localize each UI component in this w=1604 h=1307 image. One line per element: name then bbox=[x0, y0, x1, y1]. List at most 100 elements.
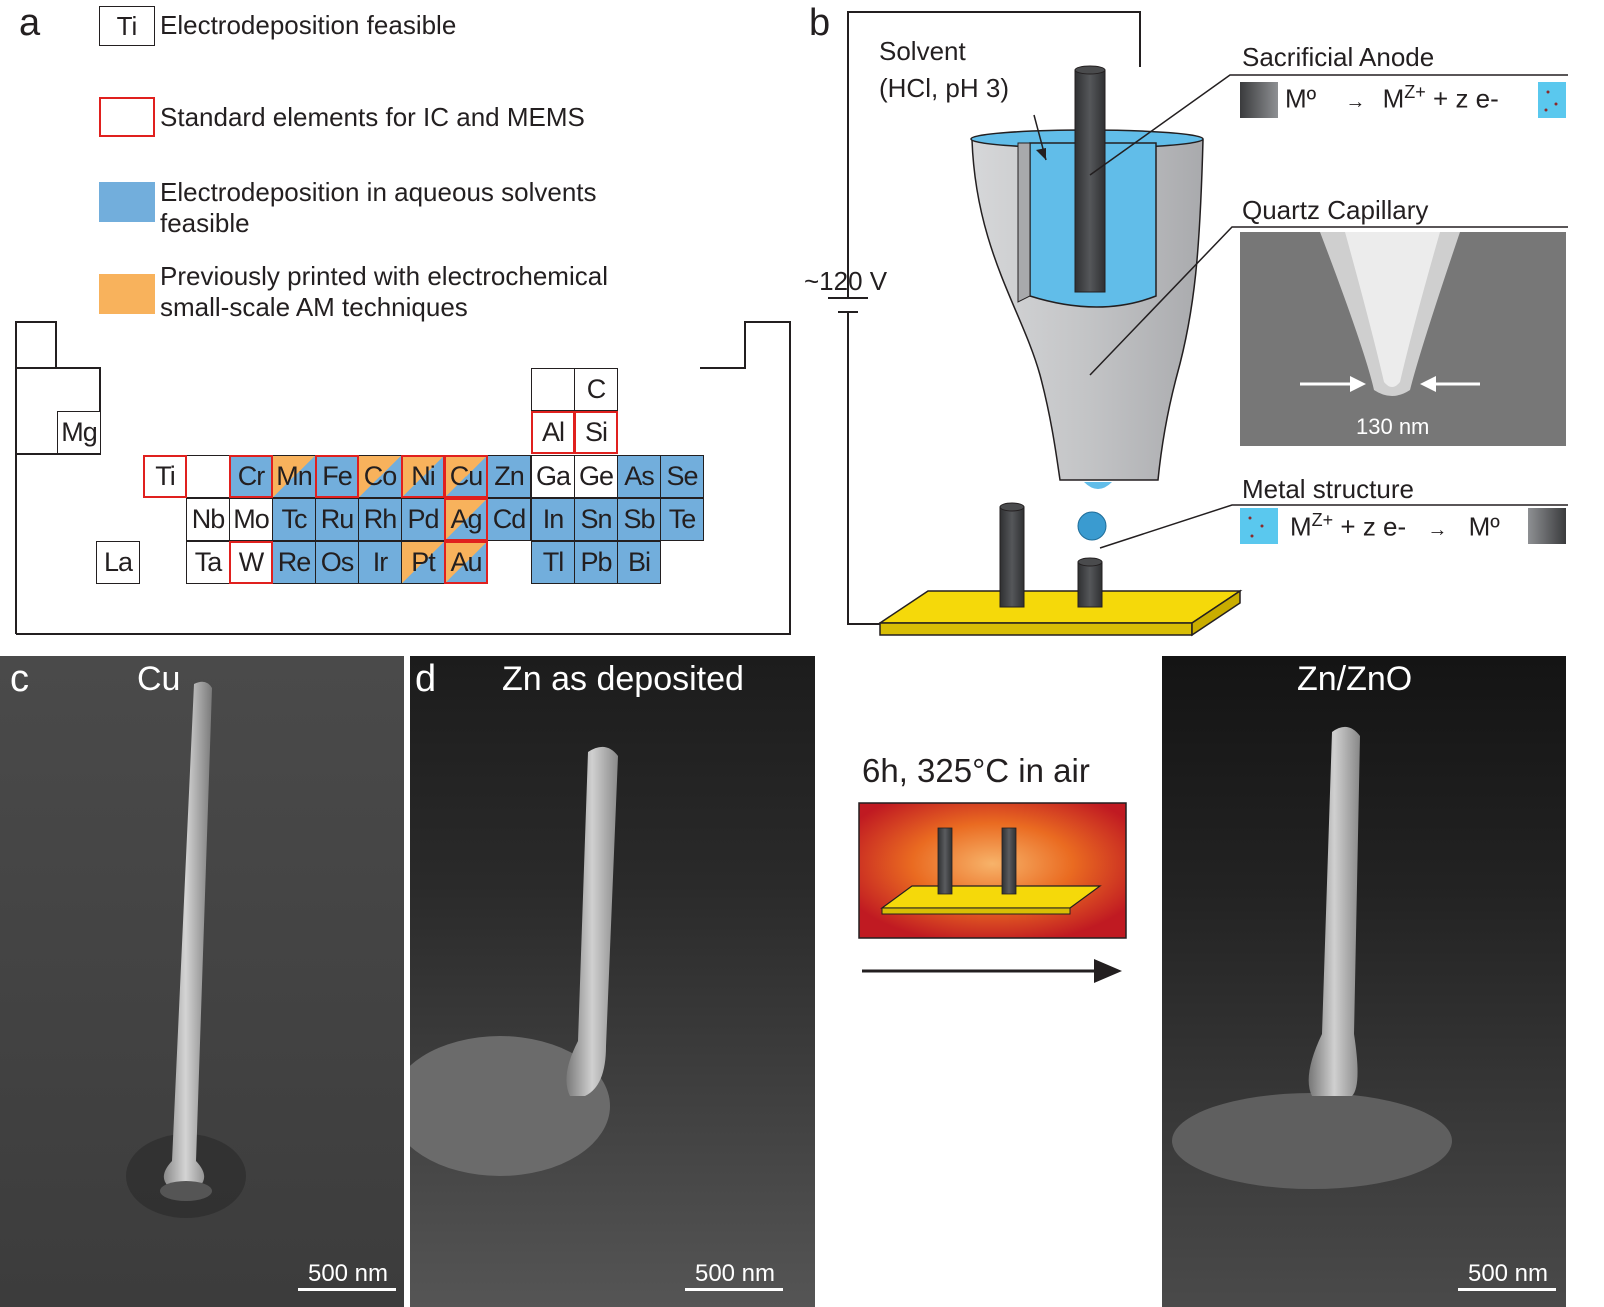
sem-title-cu: Cu bbox=[137, 660, 181, 698]
periodic-cell-pb: Pb bbox=[574, 541, 618, 584]
element-symbol: Sb bbox=[623, 504, 655, 534]
periodic-cell-al: Al bbox=[531, 411, 575, 454]
element-symbol: Ru bbox=[320, 504, 355, 534]
periodic-cell-rh: Rh bbox=[358, 498, 402, 541]
element-symbol: In bbox=[542, 504, 565, 534]
element-symbol: As bbox=[624, 461, 654, 491]
periodic-cell-empty bbox=[186, 455, 230, 498]
scale-label-d: 500 nm bbox=[694, 1260, 776, 1287]
cathode-reaction-ion: M bbox=[1290, 511, 1312, 542]
anode-reaction: Mº → MZ+ + z e- bbox=[1285, 82, 1499, 115]
periodic-cell-se: Se bbox=[660, 455, 704, 498]
periodic-cell-ni: Ni bbox=[401, 455, 445, 498]
cathode-reaction-metal: Mº bbox=[1468, 511, 1500, 542]
element-symbol: Ge bbox=[578, 461, 614, 491]
periodic-cell-zn: Zn bbox=[487, 455, 531, 498]
sacrificial-anode-label: Sacrificial Anode bbox=[1242, 42, 1435, 72]
sem-title-zn: Zn as deposited bbox=[502, 660, 744, 698]
periodic-cell-sb: Sb bbox=[617, 498, 661, 541]
solvent-label: Solvent (HCl, pH 3) bbox=[879, 33, 1009, 107]
element-symbol: Pd bbox=[407, 504, 439, 534]
legend-swatch-ic-mems bbox=[99, 97, 155, 137]
periodic-cell-fe: Fe bbox=[315, 455, 359, 498]
legend-item-printed: Previously printed with electrochemical … bbox=[160, 261, 608, 322]
cathode-reaction-arrow: → bbox=[1427, 518, 1448, 541]
periodic-cell-ga: Ga bbox=[531, 455, 575, 498]
element-symbol: Te bbox=[668, 504, 697, 534]
legend-swatch-aqueous bbox=[99, 182, 155, 222]
legend-swatch-electrodeposition: Ti bbox=[99, 6, 155, 46]
periodic-cell-au: Au bbox=[444, 541, 488, 584]
sem-image-cu: c Cu 500 nm bbox=[0, 656, 404, 1307]
element-symbol: Bi bbox=[627, 547, 651, 577]
anode-reaction-ion: M bbox=[1382, 83, 1405, 114]
element-symbol: Pb bbox=[580, 547, 612, 577]
legend-item-ic-mems: Standard elements for IC and MEMS bbox=[160, 102, 585, 132]
scale-bar-e bbox=[1458, 1288, 1556, 1291]
periodic-cell-ir: Ir bbox=[358, 541, 402, 584]
sem-title-zn-zno: Zn/ZnO bbox=[1297, 660, 1413, 698]
periodic-cell-ag: Ag bbox=[444, 498, 488, 541]
periodic-cell-si: Si bbox=[574, 411, 618, 454]
scale-bar-d bbox=[685, 1288, 783, 1291]
metal-structure-label: Metal structure bbox=[1242, 474, 1414, 504]
periodic-cell-mg: Mg bbox=[57, 411, 101, 454]
periodic-cell-cr: Cr bbox=[229, 455, 273, 498]
voltage-label: ~120 V bbox=[804, 266, 888, 296]
periodic-cell-c: C bbox=[574, 368, 618, 411]
periodic-cell-in: In bbox=[531, 498, 575, 541]
cathode-reaction-charge: Z+ bbox=[1311, 510, 1334, 530]
element-symbol: Ni bbox=[411, 461, 435, 491]
sem-image-zn-zno: Zn/ZnO 500 nm bbox=[1162, 656, 1566, 1307]
element-symbol: Cd bbox=[492, 504, 527, 534]
cathode-reaction-electrons: + z e- bbox=[1340, 511, 1407, 542]
panel-label-b: b bbox=[809, 2, 831, 44]
element-symbol: Ag bbox=[450, 504, 482, 534]
element-symbol: Cu bbox=[449, 461, 484, 491]
element-symbol: Mg bbox=[61, 417, 98, 447]
scale-bar-c bbox=[298, 1288, 396, 1291]
zn-zno-nanopillar-graphic bbox=[1162, 656, 1566, 1307]
element-symbol: Tc bbox=[281, 504, 308, 534]
element-symbol: Zn bbox=[494, 461, 524, 491]
periodic-cell-ta: Ta bbox=[186, 541, 230, 584]
element-symbol: Os bbox=[320, 547, 355, 577]
setup-schematic bbox=[828, 11, 1568, 637]
periodic-cell-cu: Cu bbox=[444, 455, 488, 498]
anode-reaction-arrow: → bbox=[1345, 90, 1366, 113]
anode-reaction-electrons: + z e- bbox=[1433, 83, 1499, 114]
periodic-cell-nb: Nb bbox=[186, 498, 230, 541]
periodic-cell-mn: Mn bbox=[272, 455, 316, 498]
element-symbol: La bbox=[103, 547, 133, 577]
cu-nanopillar-graphic bbox=[0, 656, 404, 1307]
anode-reaction-metal: Mº bbox=[1285, 83, 1317, 114]
element-symbol: Ir bbox=[372, 547, 388, 577]
anode-reaction-charge: Z+ bbox=[1404, 82, 1426, 102]
periodic-cell-empty bbox=[531, 368, 575, 411]
tip-width-label: 130 nm bbox=[1356, 414, 1430, 439]
element-symbol: Nb bbox=[191, 504, 226, 534]
periodic-cell-as: As bbox=[617, 455, 661, 498]
periodic-cell-tc: Tc bbox=[272, 498, 316, 541]
sem-image-zn: d Zn as deposited 500 nm bbox=[410, 656, 815, 1307]
periodic-cell-os: Os bbox=[315, 541, 359, 584]
element-symbol: Cr bbox=[237, 461, 265, 491]
solvent-label-line1: Solvent bbox=[879, 36, 966, 66]
element-symbol: Sn bbox=[580, 504, 612, 534]
panel-label-c: c bbox=[10, 658, 29, 700]
element-symbol: Se bbox=[666, 461, 698, 491]
periodic-cell-tl: Tl bbox=[531, 541, 575, 584]
solvent-label-line2: (HCl, pH 3) bbox=[879, 73, 1010, 103]
legend-swatch-printed bbox=[99, 274, 155, 314]
element-symbol: Ta bbox=[194, 547, 223, 577]
element-symbol: Tl bbox=[542, 547, 564, 577]
periodic-cell-ti: Ti bbox=[143, 455, 187, 498]
periodic-cell-sn: Sn bbox=[574, 498, 618, 541]
periodic-cell-ge: Ge bbox=[574, 455, 618, 498]
periodic-cell-ru: Ru bbox=[315, 498, 359, 541]
element-symbol: Al bbox=[541, 417, 565, 447]
element-symbol: Au bbox=[450, 547, 482, 577]
periodic-cell-mo: Mo bbox=[229, 498, 273, 541]
periodic-cell-w: W bbox=[229, 541, 273, 584]
element-symbol: Mn bbox=[276, 461, 313, 491]
